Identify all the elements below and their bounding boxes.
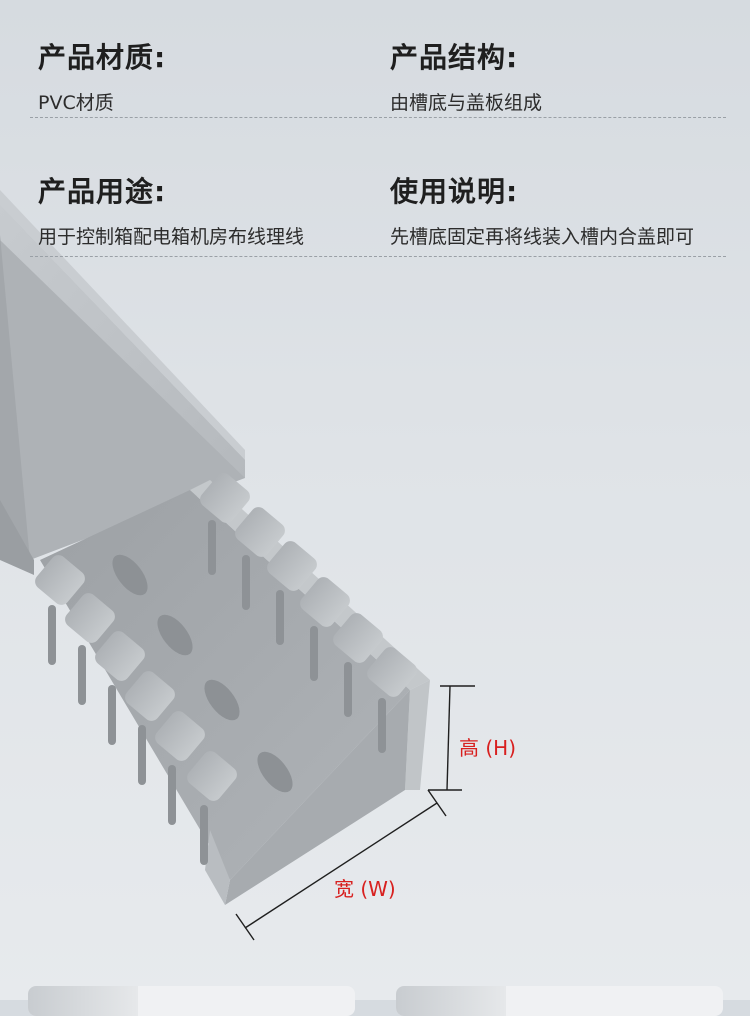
bottom-card-left [28,986,355,1016]
spec-structure: 产品结构: 由槽底与盖板组成 [390,36,735,116]
width-dimension-line [235,789,447,941]
card-stripe [28,986,138,1016]
spec-usage-title: 产品用途: [38,175,167,208]
spec-usage-value: 用于控制箱配电箱机房布线理线 [38,226,305,248]
spec-material-value: PVC材质 [38,92,114,114]
duct-cover [0,190,245,575]
width-label: 宽 (W) [334,877,396,901]
spec-material: 产品材质: PVC材质 [38,36,383,116]
divider [30,117,726,118]
spec-instructions-value: 先槽底固定再将线装入槽内合盖即可 [390,226,695,248]
back-wall-fins [200,473,417,753]
divider [30,256,726,257]
card-stripe [396,986,506,1016]
bottom-card-right [396,986,723,1016]
height-label: 高 (H) [459,736,517,760]
duct-base [40,480,430,905]
front-wall-fins [35,555,237,865]
spec-instructions-title: 使用说明: [390,175,519,208]
height-dimension-line [428,685,475,791]
spec-material-title: 产品材质: [38,41,167,74]
spec-instructions: 使用说明: 先槽底固定再将线装入槽内合盖即可 [390,170,735,250]
spec-grid: 产品材质: PVC材质 产品结构: 由槽底与盖板组成 产品用途: 用于控制箱配电… [0,0,750,270]
spec-usage: 产品用途: 用于控制箱配电箱机房布线理线 [38,170,383,250]
spec-structure-value: 由槽底与盖板组成 [390,92,543,114]
spec-structure-title: 产品结构: [390,41,519,74]
